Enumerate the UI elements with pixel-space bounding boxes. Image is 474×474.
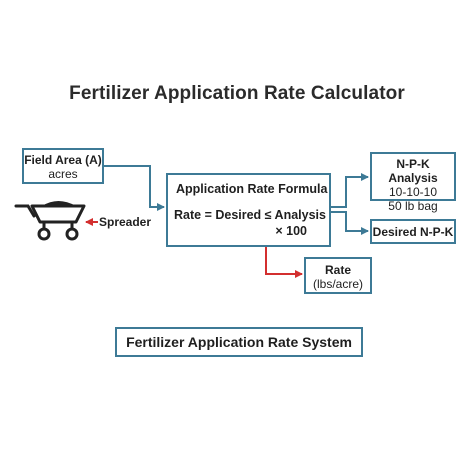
desired-npk-box: Desired N-P-K: [370, 219, 456, 244]
formula-box: Application Rate Formula Rate = Desired …: [166, 173, 331, 247]
npk-grade: 10-10-10: [388, 185, 438, 199]
npk-bag-size: 50 lb bag: [388, 199, 438, 213]
rate-box: Rate (lbs/acre): [304, 257, 372, 294]
connector-field-to-formula: [104, 165, 165, 211]
formula-multiplier: × 100: [275, 224, 307, 238]
field-area-label: Field Area (A): [24, 153, 102, 167]
spreader-label: Spreader: [99, 215, 152, 229]
desired-npk-label: Desired N-P-K: [372, 225, 454, 239]
rate-label: Rate: [324, 263, 351, 277]
page-title: Fertilizer Application Rate Calculator: [69, 83, 405, 104]
field-area-unit: acres: [48, 167, 78, 181]
field-area-box: Field Area (A) acres: [22, 148, 104, 184]
rate-unit: (lbs/acre): [312, 277, 363, 291]
connector-formula-to-desired: [331, 211, 369, 235]
connector-formula-to-rate: [265, 247, 303, 278]
spreader-cart-icon: [14, 201, 86, 241]
system-label: Fertilizer Application Rate System: [126, 334, 352, 350]
npk-analysis-label: N-P-K Analysis: [388, 157, 438, 185]
npk-analysis-box: N-P-K Analysis 10-10-10 50 lb bag: [370, 152, 456, 213]
connector-formula-to-npk: [331, 173, 369, 208]
formula-equation: Rate = Desired ≤ Analysis: [174, 208, 326, 222]
system-label-box: Fertilizer Application Rate System: [115, 327, 363, 357]
formula-heading: Application Rate Formula: [176, 182, 328, 196]
